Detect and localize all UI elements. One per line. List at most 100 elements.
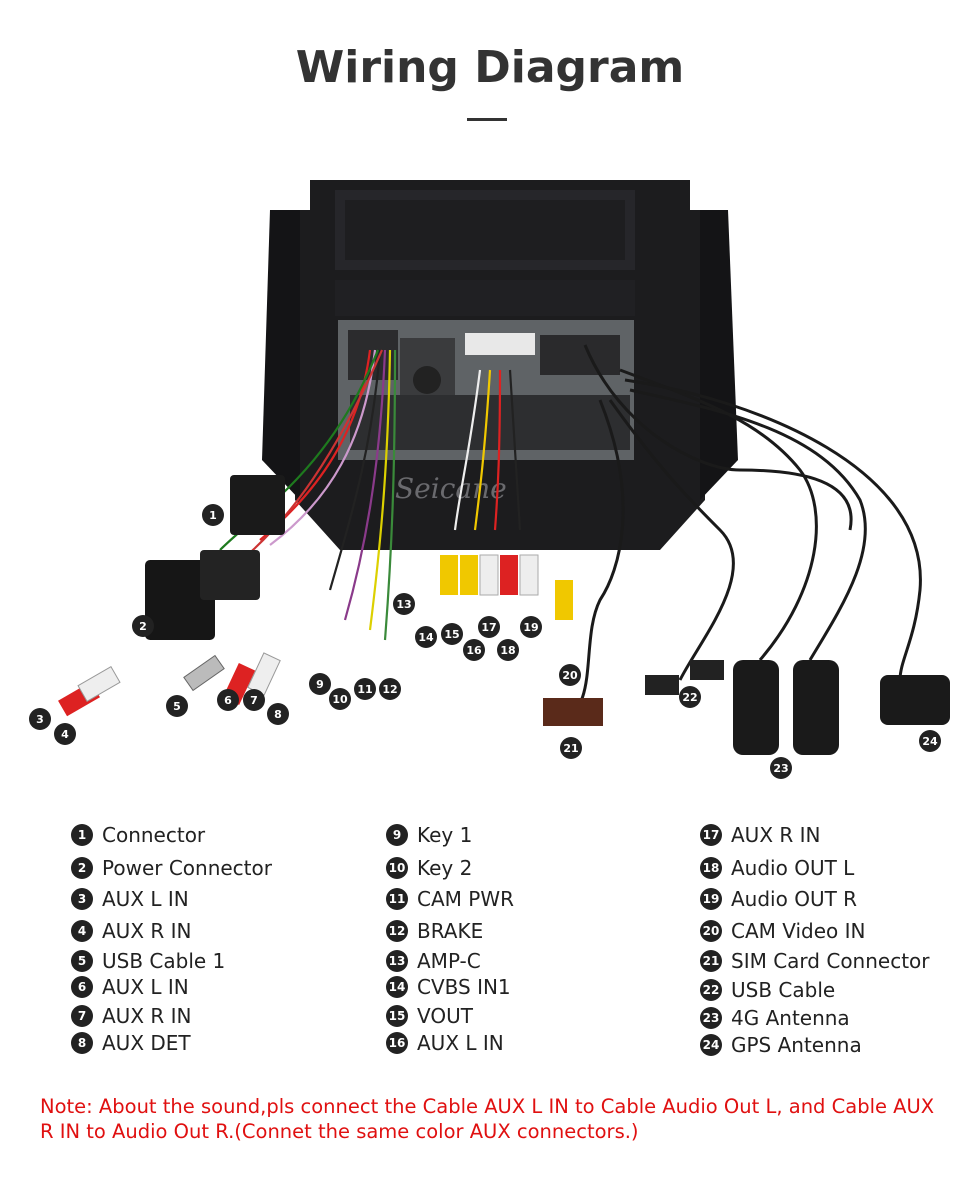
legend-badge: 4 bbox=[71, 920, 93, 942]
legend-badge: 21 bbox=[700, 950, 722, 972]
legend-item-19: 19 Audio OUT R bbox=[700, 885, 857, 913]
usb-cable-plug bbox=[645, 675, 679, 695]
antenna-cables bbox=[559, 344, 922, 722]
legend-label: AUX R IN bbox=[102, 1004, 192, 1028]
legend-item-4: 4 AUX R IN bbox=[71, 917, 192, 945]
legend-label: CAM Video IN bbox=[731, 919, 866, 943]
legend-badge: 12 bbox=[386, 920, 408, 942]
legend-badge: 6 bbox=[71, 976, 93, 998]
legend-badge: 14 bbox=[386, 976, 408, 998]
legend-label: AUX L IN bbox=[417, 1031, 504, 1055]
legend-badge: 3 bbox=[71, 888, 93, 910]
legend-badge: 13 bbox=[386, 950, 408, 972]
callout-9: 9 bbox=[309, 673, 331, 695]
legend-label: USB Cable 1 bbox=[102, 949, 226, 973]
4g-antenna-right bbox=[793, 660, 839, 755]
legend-item-21: 21 SIM Card Connector bbox=[700, 947, 930, 975]
legend-label: Key 1 bbox=[417, 823, 473, 847]
legend-label: AUX R IN bbox=[102, 919, 192, 943]
callout-3: 3 bbox=[29, 708, 51, 730]
legend-badge: 1 bbox=[71, 824, 93, 846]
svg-text:23: 23 bbox=[773, 762, 788, 775]
callout-4: 4 bbox=[54, 723, 76, 745]
legend-label: USB Cable bbox=[731, 978, 836, 1002]
legend-label: AUX R IN bbox=[731, 823, 821, 847]
legend-label: AUX L IN bbox=[102, 887, 189, 911]
legend-badge: 8 bbox=[71, 1032, 93, 1054]
callout-8: 8 bbox=[267, 703, 289, 725]
legend-label: SIM Card Connector bbox=[731, 949, 930, 973]
svg-text:19: 19 bbox=[523, 621, 538, 634]
legend-label: AMP-C bbox=[417, 949, 481, 973]
harness-wires bbox=[219, 349, 522, 641]
callout-20: 20 bbox=[559, 664, 581, 686]
legend-label: AUX DET bbox=[102, 1031, 191, 1055]
svg-text:18: 18 bbox=[500, 644, 515, 657]
legend-badge: 19 bbox=[700, 888, 722, 910]
legend-label: AUX L IN bbox=[102, 975, 189, 999]
callout-14: 14 bbox=[415, 626, 437, 648]
svg-text:15: 15 bbox=[444, 628, 459, 641]
callout-15: 15 bbox=[441, 623, 463, 645]
page-title: Wiring Diagram bbox=[295, 42, 685, 93]
connector-block bbox=[230, 475, 285, 535]
legend-badge: 2 bbox=[71, 857, 93, 879]
svg-text:21: 21 bbox=[563, 742, 578, 755]
svg-text:12: 12 bbox=[382, 683, 397, 696]
legend-badge: 23 bbox=[700, 1007, 722, 1029]
callout-16: 16 bbox=[463, 639, 485, 661]
legend-label: GPS Antenna bbox=[731, 1033, 862, 1057]
svg-text:9: 9 bbox=[316, 678, 324, 691]
svg-text:2: 2 bbox=[139, 620, 147, 633]
callout-17: 17 bbox=[478, 616, 500, 638]
callout-6: 6 bbox=[217, 689, 239, 711]
legend-label: VOUT bbox=[417, 1004, 473, 1028]
legend-item-7: 7 AUX R IN bbox=[71, 1002, 192, 1030]
callout-21: 21 bbox=[560, 737, 582, 759]
callout-11: 11 bbox=[354, 678, 376, 700]
sound-note: Note: About the sound,pls connect the Ca… bbox=[40, 1095, 935, 1143]
svg-text:3: 3 bbox=[36, 713, 44, 726]
legend-label: Connector bbox=[102, 823, 206, 847]
legend-item-1: 1 Connector bbox=[71, 821, 205, 849]
legend-badge: 15 bbox=[386, 1005, 408, 1027]
legend-badge: 7 bbox=[71, 1005, 93, 1027]
callout-18: 18 bbox=[497, 639, 519, 661]
legend-badge: 18 bbox=[700, 857, 722, 879]
rca-plugs-center bbox=[440, 554, 573, 620]
wiring-photo: Seicane bbox=[29, 180, 950, 779]
legend-label: CVBS IN1 bbox=[417, 975, 511, 999]
svg-text:7: 7 bbox=[250, 694, 258, 707]
legend-label: Key 2 bbox=[417, 856, 473, 880]
sim-card-connector bbox=[543, 698, 603, 726]
head-unit: Seicane bbox=[262, 180, 738, 550]
legend-item-15: 15 VOUT bbox=[386, 1002, 473, 1030]
svg-text:11: 11 bbox=[357, 683, 372, 696]
legend-item-24: 24 GPS Antenna bbox=[700, 1031, 862, 1059]
legend-label: BRAKE bbox=[417, 919, 484, 943]
svg-text:14: 14 bbox=[418, 631, 434, 644]
svg-text:8: 8 bbox=[274, 708, 282, 721]
callout-5: 5 bbox=[166, 695, 188, 717]
callout-7: 7 bbox=[243, 689, 265, 711]
svg-text:10: 10 bbox=[332, 693, 348, 706]
legend-badge: 24 bbox=[700, 1034, 722, 1056]
legend-badge: 11 bbox=[386, 888, 408, 910]
svg-text:13: 13 bbox=[396, 598, 411, 611]
rca-plugs-left bbox=[58, 652, 281, 717]
legend-label: Audio OUT R bbox=[731, 887, 858, 911]
watermark: Seicane bbox=[395, 472, 507, 505]
legend-badge: 20 bbox=[700, 920, 722, 942]
title-divider bbox=[467, 118, 507, 121]
svg-text:17: 17 bbox=[481, 621, 496, 634]
callout-12: 12 bbox=[379, 678, 401, 700]
svg-text:20: 20 bbox=[562, 669, 578, 682]
callout-24: 24 bbox=[919, 730, 941, 752]
